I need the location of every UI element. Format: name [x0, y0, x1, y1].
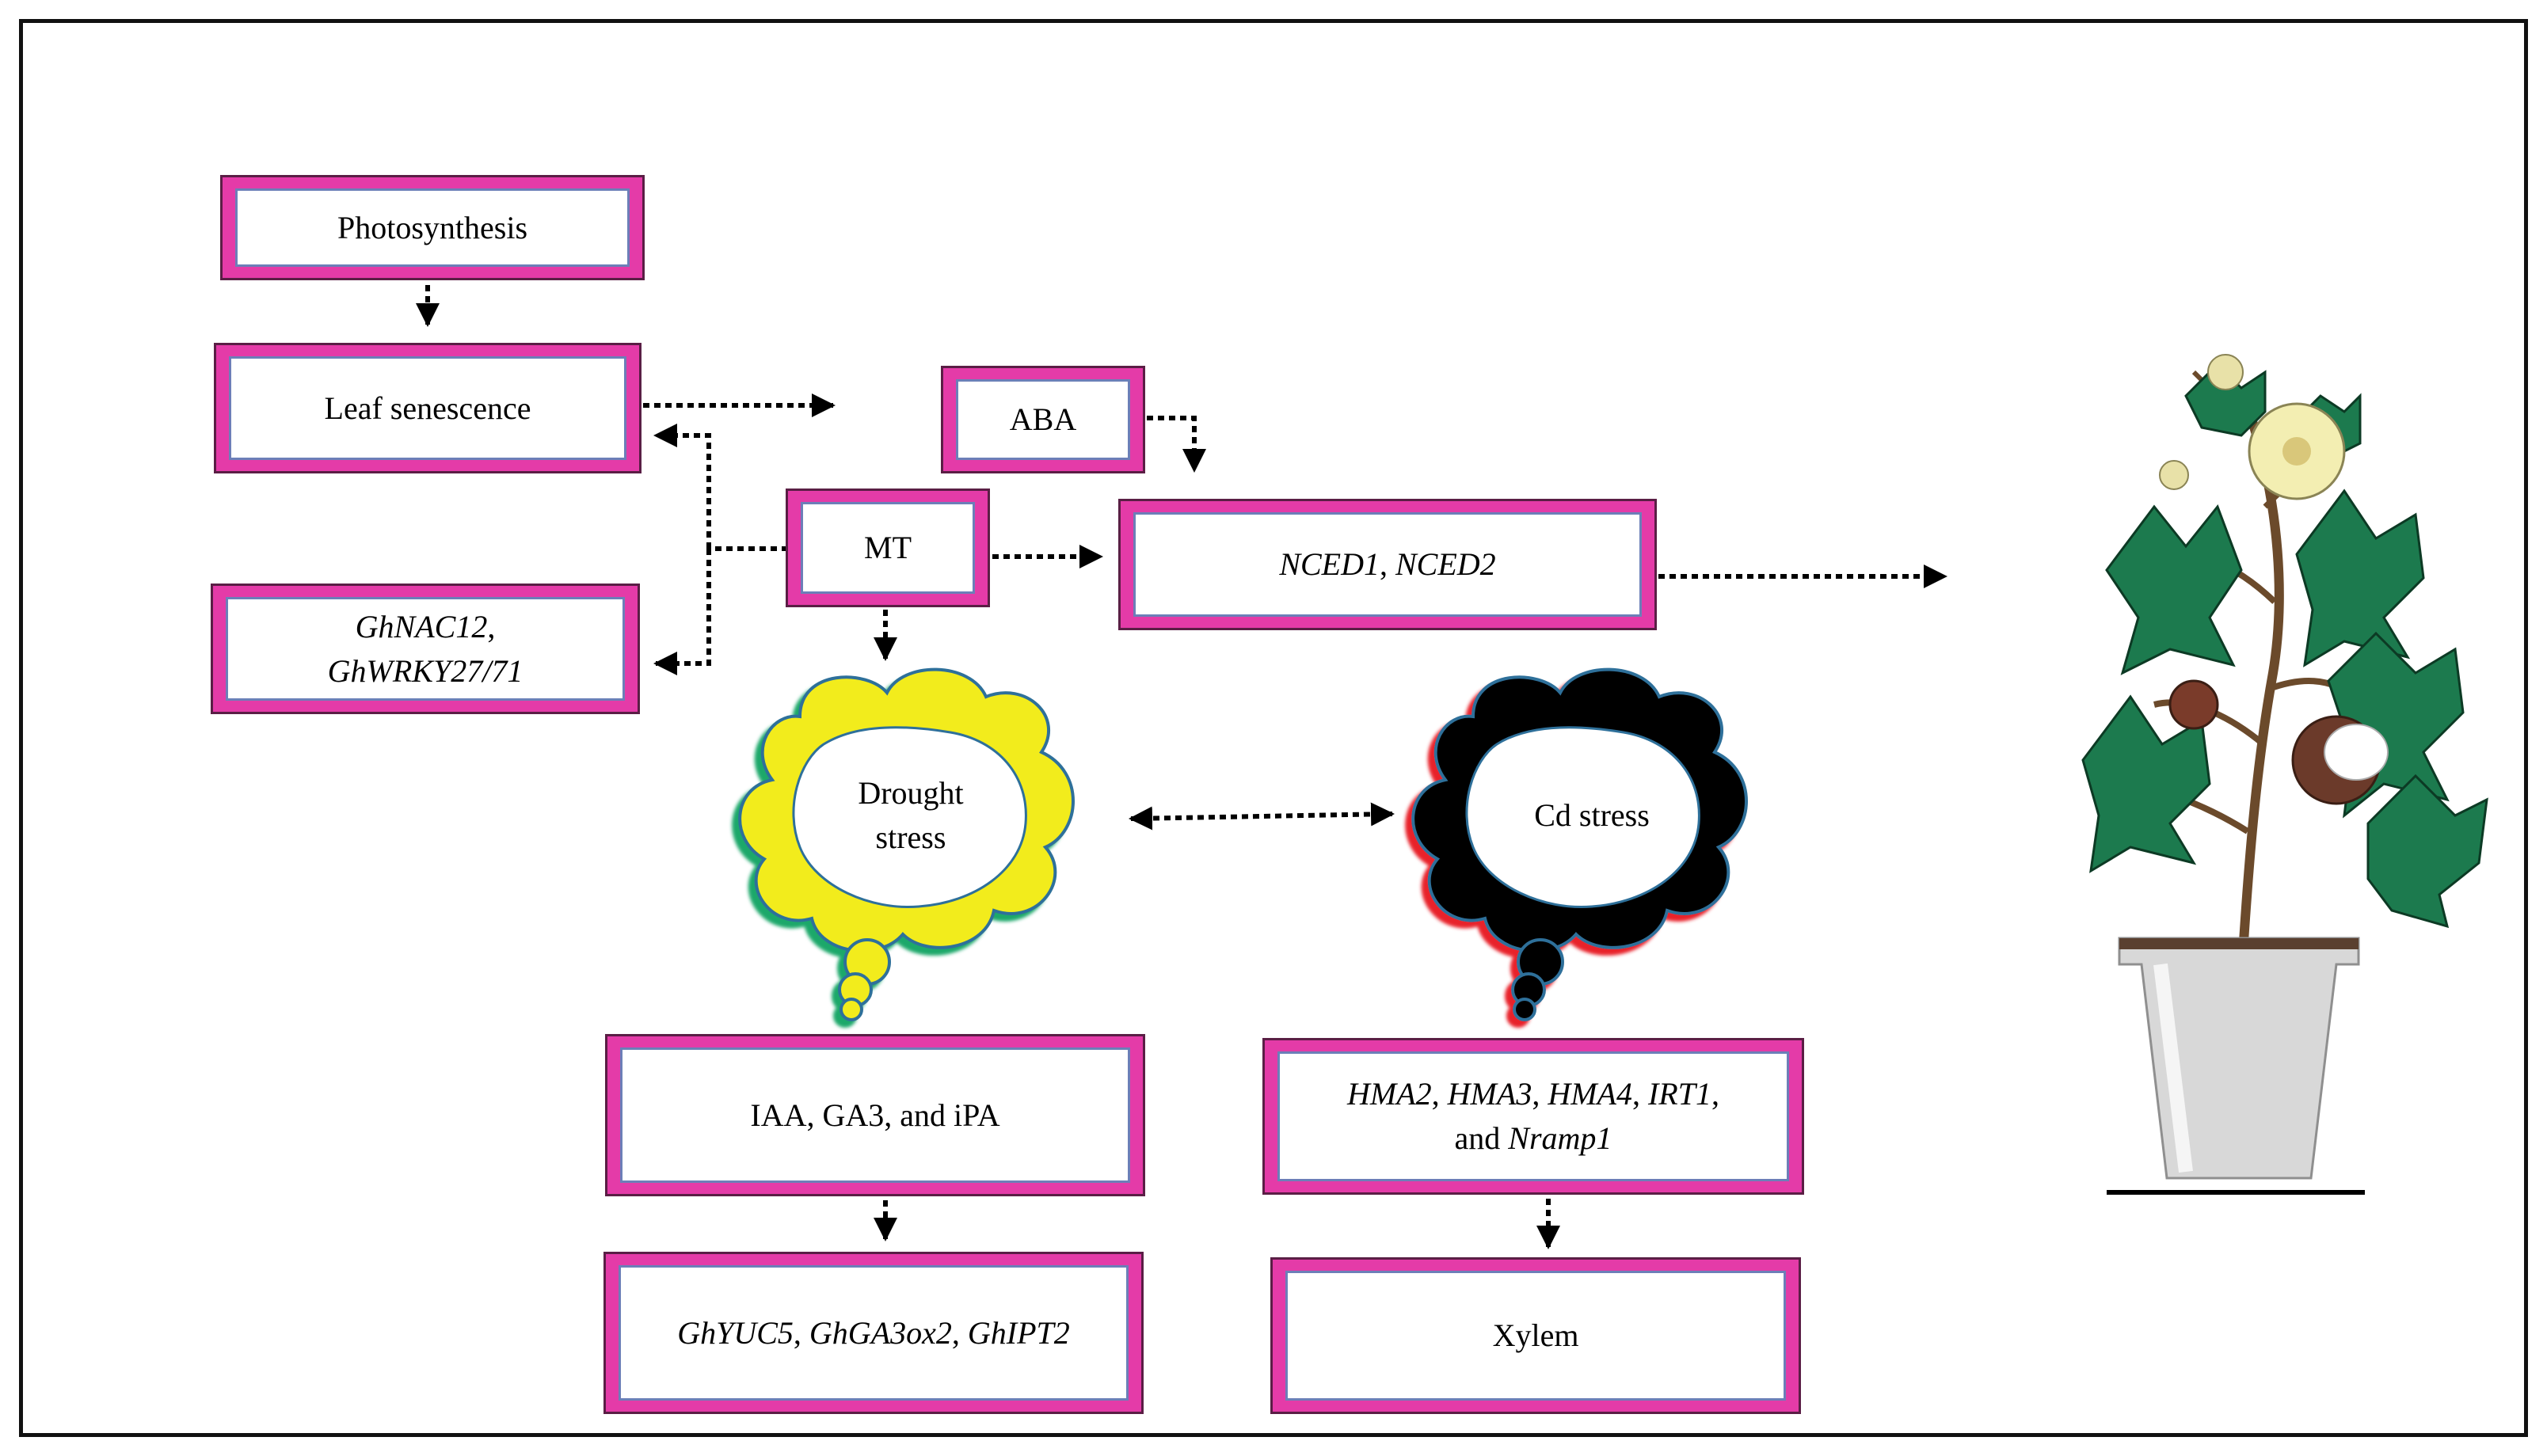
xylem-box: Xylem	[1270, 1257, 1801, 1414]
gene-ghnac12: GhNAC12	[355, 608, 488, 644]
gh-genes-box: GhYUC5, GhGA3ox2, GhIPT2	[603, 1252, 1144, 1414]
gh-genes-label: GhYUC5, GhGA3ox2, GhIPT2	[677, 1314, 1070, 1351]
arrow-drought-cd-bidirectional	[1129, 802, 1395, 831]
leaf-senescence-box: Leaf senescence	[214, 343, 642, 473]
xylem-label: Xylem	[1492, 1317, 1579, 1353]
cotton-plant-icon	[2081, 354, 2488, 955]
gene-ghwrky: GhWRKY27/71	[327, 652, 523, 689]
mt-box: MT	[786, 489, 990, 607]
arrow-bracket-to-ghnac	[653, 549, 711, 675]
ghnac-box: GhNAC12,GhWRKY27/71	[211, 584, 640, 714]
flower-pot-icon	[2107, 937, 2365, 1195]
aba-box: ABA	[941, 366, 1145, 473]
outer-frame	[19, 19, 2528, 1437]
photosynthesis-box: Photosynthesis	[220, 175, 645, 280]
cd-stress-cloud-icon	[1411, 667, 1748, 1021]
hma-genes-label: HMA2, HMA3, HMA4, IRT1,and Nramp1	[1347, 1076, 1719, 1156]
hormones-box: IAA, GA3, and iPA	[605, 1034, 1145, 1196]
hma-box: HMA2, HMA3, HMA4, IRT1,and Nramp1	[1262, 1038, 1804, 1195]
arrow-aba-to-nced	[1147, 416, 1206, 473]
nced-box: NCED1, NCED2	[1118, 499, 1657, 630]
drought-stress-cloud-icon	[738, 667, 1075, 1021]
hormones-label: IAA, GA3, and iPA	[750, 1097, 1000, 1133]
gene-nced2: NCED2	[1395, 546, 1496, 582]
ghnac-genes-label: GhNAC12,GhWRKY27/71	[327, 608, 523, 689]
mt-label: MT	[864, 530, 912, 565]
leaf-senescence-label: Leaf senescence	[324, 390, 531, 426]
arrow-bracket-to-senescence	[653, 424, 711, 549]
gene-nced1: NCED1	[1279, 546, 1380, 582]
photosynthesis-label: Photosynthesis	[337, 209, 528, 245]
aba-label: ABA	[1009, 401, 1077, 437]
cd-stress-label: Cd stress	[1534, 797, 1650, 833]
nced-genes-label: NCED1, NCED2	[1279, 546, 1496, 582]
